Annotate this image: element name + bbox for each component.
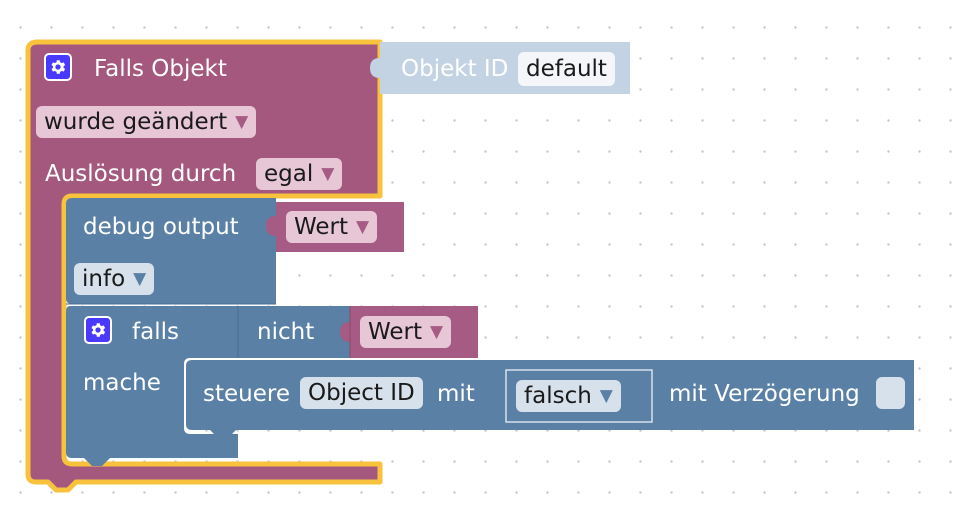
trigger-source-dropdown[interactable]: egal ▼ [256, 158, 343, 190]
trigger-label: Auslösung durch [45, 161, 237, 187]
do-label: mache [83, 370, 161, 396]
event-type-value: wurde geändert [44, 109, 228, 135]
dropdown-arrow-icon: ▼ [235, 112, 249, 132]
control-object-id-value: Object ID [308, 380, 415, 406]
object-id-label: Objekt ID [401, 56, 509, 82]
control-object-id-field[interactable]: Object ID [300, 377, 423, 409]
delay-label: mit Verzögerung [669, 381, 860, 407]
control-value-dropdown[interactable]: falsch ▼ [516, 380, 621, 412]
dropdown-arrow-icon: ▼ [321, 164, 335, 184]
debug-value-dropdown[interactable]: Wert ▼ [286, 211, 378, 243]
object-id-value: default [526, 56, 607, 82]
trigger-block-title: Falls Objekt [94, 56, 227, 82]
with-label: mit [437, 381, 475, 407]
log-level-dropdown[interactable]: info ▼ [74, 263, 155, 295]
not-label: nicht [257, 319, 315, 345]
gear-icon[interactable] [44, 53, 72, 81]
control-value-text: falsch [524, 383, 592, 409]
dropdown-arrow-icon: ▼ [599, 386, 613, 406]
if-value-text: Wert [368, 319, 423, 345]
dropdown-arrow-icon: ▼ [430, 322, 444, 342]
dropdown-arrow-icon: ▼ [356, 217, 370, 237]
event-type-dropdown[interactable]: wurde geändert ▼ [36, 106, 257, 138]
trigger-source-value: egal [264, 161, 314, 187]
gear-icon[interactable] [84, 316, 112, 344]
log-level-value: info [82, 266, 126, 292]
control-label: steuere [203, 381, 290, 407]
object-id-field[interactable]: default [518, 52, 615, 86]
if-value-dropdown[interactable]: Wert ▼ [360, 316, 452, 348]
dropdown-arrow-icon: ▼ [133, 269, 147, 289]
delay-checkbox[interactable] [876, 377, 905, 409]
if-label: falls [132, 319, 179, 345]
debug-output-label: debug output [83, 214, 239, 240]
debug-value-text: Wert [294, 214, 349, 240]
